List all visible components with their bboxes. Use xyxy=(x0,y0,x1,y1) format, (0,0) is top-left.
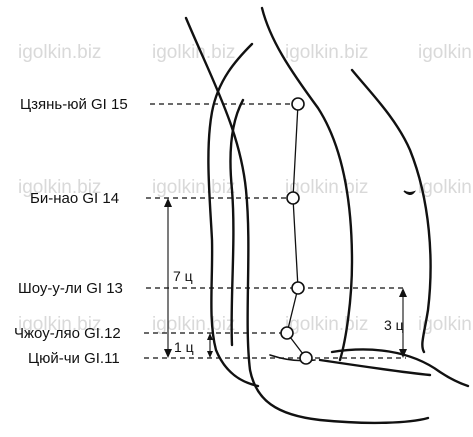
watermark: igolkin.biz xyxy=(418,42,473,63)
measurement-label-7: 7 ц xyxy=(173,268,193,284)
point-label-gi15: Цзянь-юй GI 15 xyxy=(20,96,128,113)
point-label-gi12: Чжоу-ляо GI.12 xyxy=(14,325,121,342)
point-labels: Цзянь-юй GI 15 Би-нао GI 14 Шоу-у-ли GI … xyxy=(14,96,128,367)
arrow-down-icon xyxy=(207,351,213,358)
measurement-label-3: 3 ц xyxy=(384,317,404,333)
measurement-label-1: 1 ц xyxy=(174,339,194,355)
watermark: igolkin.biz xyxy=(18,42,101,63)
point-label-gi13: Шоу-у-ли GI 13 xyxy=(18,280,123,297)
arm-outline xyxy=(186,8,468,423)
forearm-lower-contour xyxy=(320,360,430,375)
point-label-gi14: Би-нао GI 14 xyxy=(30,190,119,207)
arrow-up-icon xyxy=(399,288,407,297)
watermark: igolkin.biz xyxy=(285,314,368,335)
arrow-up-icon xyxy=(164,198,172,207)
watermark: igolkin.biz xyxy=(418,177,473,198)
torso-front-contour xyxy=(352,70,431,352)
watermark: igolkin.biz xyxy=(152,42,235,63)
arrow-down-icon xyxy=(164,349,172,358)
watermark: igolkin.biz xyxy=(285,42,368,63)
dimension-1-cun: 1 ц xyxy=(174,333,213,358)
acupoint-gi14 xyxy=(287,192,299,204)
watermark: igolkin.biz xyxy=(152,314,235,335)
acupoint-gi11 xyxy=(300,352,312,364)
nipple-mark xyxy=(404,191,414,194)
acupoint-gi12 xyxy=(281,327,293,339)
point-label-gi11: Цюй-чи GI.11 xyxy=(28,350,120,367)
forearm-upper-contour xyxy=(332,349,468,386)
watermark: igolkin.biz xyxy=(152,177,235,198)
upper-arm-front-contour xyxy=(230,100,243,345)
dimension-3-cun: 3 ц xyxy=(384,288,407,358)
acupoint-gi13 xyxy=(292,282,304,294)
acupoint-gi15 xyxy=(292,98,304,110)
